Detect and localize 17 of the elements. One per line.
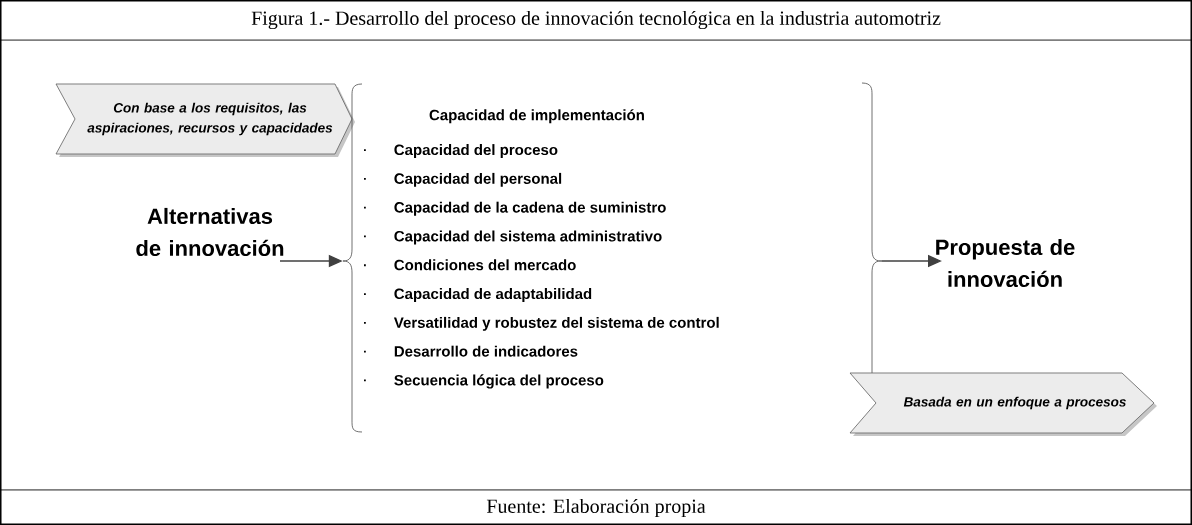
chevron-box: Con base a los requisitos, las aspiraciones, recursos y capacidades	[55, 83, 355, 157]
chevron-box: Basada en un enfoque a procesos	[849, 372, 1157, 436]
node-label: Condiciones del mercado	[394, 259, 576, 271]
node-label: Secuencia lógica del proceso	[394, 374, 604, 389]
label-text: Alternativas de innovación	[136, 207, 284, 257]
node-label: Capacidad del personal	[394, 172, 562, 187]
node-label: Capacidad de adaptabilidad	[394, 288, 592, 303]
list-text: Capacidad de implementación Capacidad del proceso Capacidad del personal Capacidad de la cadena de suministro Capacidad del sistema administrativo Condiciones del mercado Capacidad de adaptabilidad Versatilidad y robustez del sistema de control Desarrollo de indicadores Secuencia lógica del proceso	[364, 109, 719, 389]
figure-title: Figura 1.- Desarrollo del proceso de innovación tecnológica en la industria automotriz	[251, 10, 941, 30]
node-label: Desarrollo de indicadores	[394, 345, 578, 357]
node-label: Capacidad del proceso	[394, 144, 558, 159]
node-label: Capacidad de la cadena de suministro	[394, 201, 666, 216]
label-text: Propuesta de innovación	[936, 238, 1075, 288]
node-label: Capacidad de implementación	[429, 109, 644, 124]
node-label: Versatilidad y robustez del sistema de control	[393, 316, 719, 331]
figure-caption: Fuente: Elaboración propia	[486, 498, 706, 518]
node-label: Capacidad del sistema administrativo	[394, 230, 662, 245]
